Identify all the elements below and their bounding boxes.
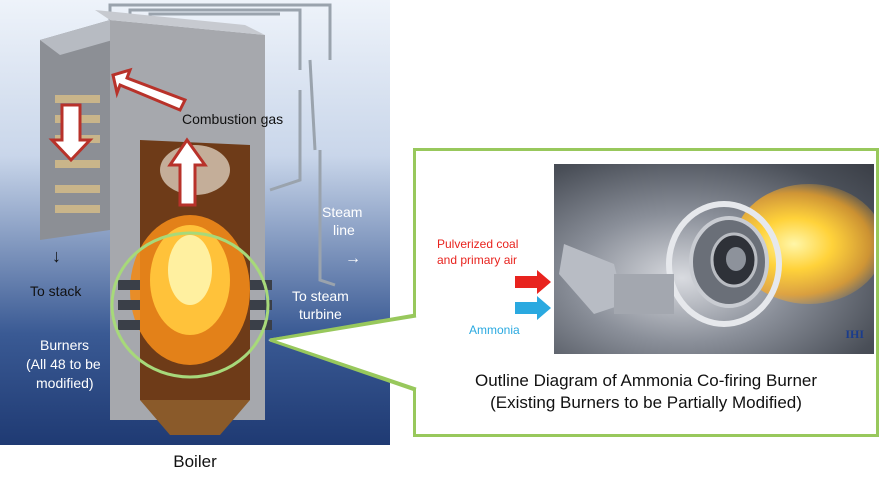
burner-diagram-title-line2: (Existing Burners to be Partially Modifi…: [490, 393, 802, 412]
to-stack-label: To stack: [30, 283, 82, 299]
to-steam-turbine-label-line2: turbine: [299, 306, 342, 322]
burners-label-line2: (All 48 to be: [26, 356, 101, 372]
to-steam-turbine-label-line1: To steam: [292, 288, 349, 304]
combustion-gas-label: Combustion gas: [182, 111, 284, 127]
boiler-caption: Boiler: [173, 452, 217, 471]
steam-line-label-line1: Steam: [322, 204, 363, 220]
boiler-structure: [40, 3, 336, 435]
coal-label-line2: and primary air: [437, 253, 518, 267]
coal-arrow-icon: [515, 270, 551, 294]
burners-label-line3: modified): [36, 375, 94, 391]
burner-diagram-title-line1: Outline Diagram of Ammonia Co-firing Bur…: [474, 371, 818, 390]
ammonia-arrow-icon: [515, 296, 551, 320]
burner-photo: IHI: [554, 164, 874, 354]
ammonia-label: Ammonia: [469, 323, 520, 337]
coal-label-line1: Pulverized coal: [437, 237, 519, 251]
burner-body: [559, 201, 782, 327]
steam-line-label-line2: line: [333, 222, 355, 238]
burners-label-line1: Burners: [40, 337, 90, 353]
to-stack-arrow-icon: ↓: [52, 246, 61, 266]
coal-label: Pulverized coal and primary air: [437, 236, 518, 268]
boiler-illustration: Combustion gas Steam line → ↓ To stack T…: [0, 0, 390, 445]
burner-diagram-title: Outline Diagram of Ammonia Co-firing Bur…: [413, 370, 879, 414]
steam-line-arrow-icon: →: [345, 250, 361, 267]
brand-logo: IHI: [845, 327, 864, 341]
